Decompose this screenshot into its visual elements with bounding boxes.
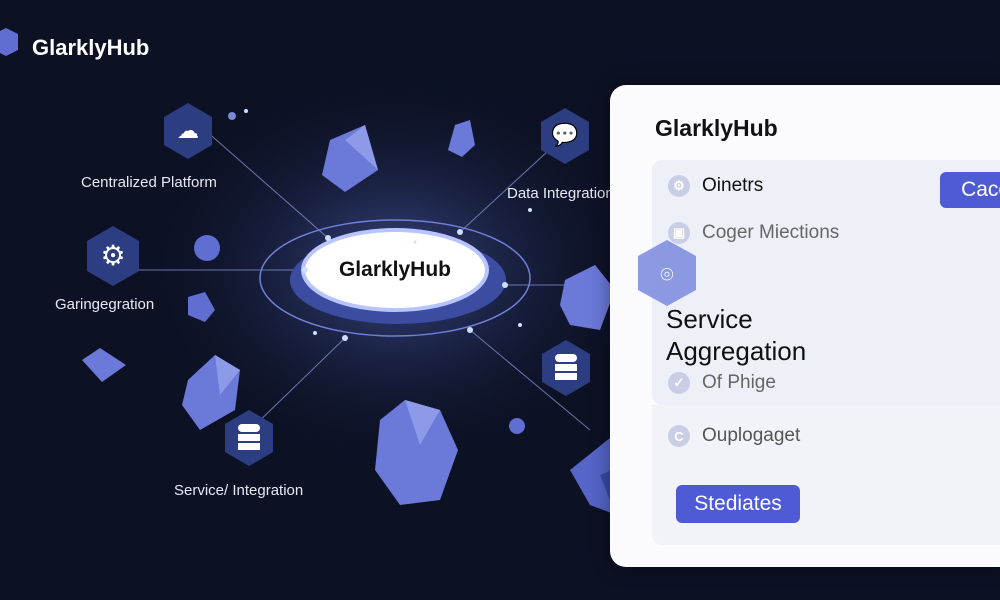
- row-label: Oinetrs: [702, 175, 764, 196]
- brand-name: GlarklyHub: [32, 35, 150, 60]
- glow-dots: [228, 109, 532, 341]
- cloud-icon: ☁: [177, 119, 199, 144]
- hex-cube-logo-icon: [0, 28, 18, 56]
- gear-node: [87, 226, 139, 286]
- camera-icon: ⌾: [660, 263, 673, 288]
- row-label: Coger Miections: [702, 222, 840, 243]
- row-ouplogaget[interactable]: C Ouplogaget: [668, 425, 800, 447]
- node-label-data-integration: Data Integration: [507, 185, 614, 202]
- database-icon: [238, 424, 260, 450]
- row-of-phige[interactable]: ✓ Of Phige: [668, 372, 776, 394]
- row-coger-miections[interactable]: ▣ Coger Miections: [668, 222, 839, 244]
- overlay-hex: ⌾: [638, 240, 696, 306]
- cloud-node: [164, 103, 212, 159]
- node-label-service-integration: Service/ Integration: [174, 482, 304, 499]
- panel-card-lower: C Ouplogaget Stediates: [652, 405, 1000, 545]
- gear-icon: ⚙: [668, 175, 690, 197]
- c-icon: C: [668, 425, 690, 447]
- row-oinetrs[interactable]: ⚙ Oinetrs: [668, 175, 763, 197]
- row-label: Of Phige: [702, 372, 776, 393]
- check-icon: ✓: [668, 372, 690, 394]
- cacc-button[interactable]: Cacc: [940, 172, 1000, 208]
- node-label-centralized-platform: Centralized Platform: [81, 174, 217, 191]
- database-icon-2: [555, 354, 577, 380]
- chat-node: [541, 108, 589, 164]
- chat-bubbles-icon: 💬: [551, 122, 578, 148]
- panel-card: ⚙ Oinetrs Cacc ▣ Coger Miections ✓ Of Ph…: [652, 160, 1000, 405]
- service-aggregation-heading: Service Aggregation: [666, 304, 807, 366]
- row-label: Ouplogaget: [702, 425, 801, 446]
- glarklyhub-panel: GlarklyHub ⚙ Oinetrs Cacc ▣ Coger Miecti…: [610, 85, 1000, 567]
- hub-label: GlarklyHub: [338, 258, 452, 281]
- node-hexagons: [87, 103, 590, 466]
- hub-ring: [259, 219, 531, 337]
- gear-icon: ⚙: [100, 239, 125, 272]
- image-icon: ▣: [668, 222, 690, 244]
- node-label-garingegration: Garingegration: [55, 296, 155, 313]
- panel-title: GlarklyHub: [655, 115, 778, 141]
- stediates-button[interactable]: Stediates: [676, 485, 800, 523]
